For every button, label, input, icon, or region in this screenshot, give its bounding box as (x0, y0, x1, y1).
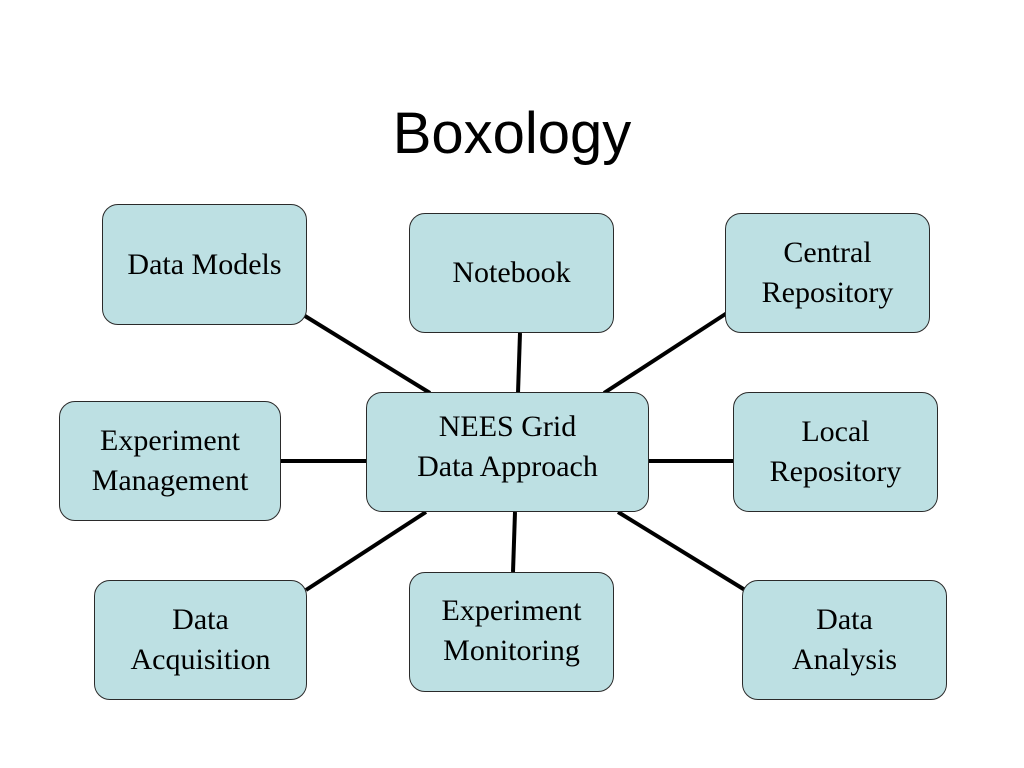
node-label: NEES Grid Data Approach (417, 410, 598, 483)
node-experiment-monitoring: Experiment Monitoring (409, 572, 614, 692)
connector-experiment-monitoring (511, 511, 517, 573)
node-label: Local Repository (769, 415, 902, 488)
node-label: Notebook (452, 256, 571, 289)
node-central-repository: Central Repository (725, 213, 930, 333)
node-experiment-management: Experiment Management (59, 401, 281, 521)
connector-data-models (303, 314, 432, 395)
node-data-analysis: Data Analysis (742, 580, 947, 700)
node-data-acquisition: Data Acquisition (94, 580, 307, 700)
node-notebook: Notebook (409, 213, 614, 333)
node-local-repository: Local Repository (733, 392, 938, 512)
connector-notebook (516, 332, 522, 394)
node-label: Data Models (127, 248, 282, 281)
connector-central-repository (602, 311, 729, 395)
node-data-models: Data Models (102, 204, 307, 325)
slide-title: Boxology (392, 101, 632, 166)
node-label: Experiment Monitoring (441, 594, 582, 667)
node-label: Data Analysis (792, 603, 897, 676)
connector-data-analysis (616, 510, 747, 592)
node-label: Experiment Management (91, 424, 249, 497)
connector-data-acquisition (304, 510, 428, 592)
node-label: Data Acquisition (130, 603, 271, 676)
node-label: Central Repository (761, 236, 894, 309)
node-nees-grid-data-approach: NEES Grid Data Approach (366, 392, 649, 512)
